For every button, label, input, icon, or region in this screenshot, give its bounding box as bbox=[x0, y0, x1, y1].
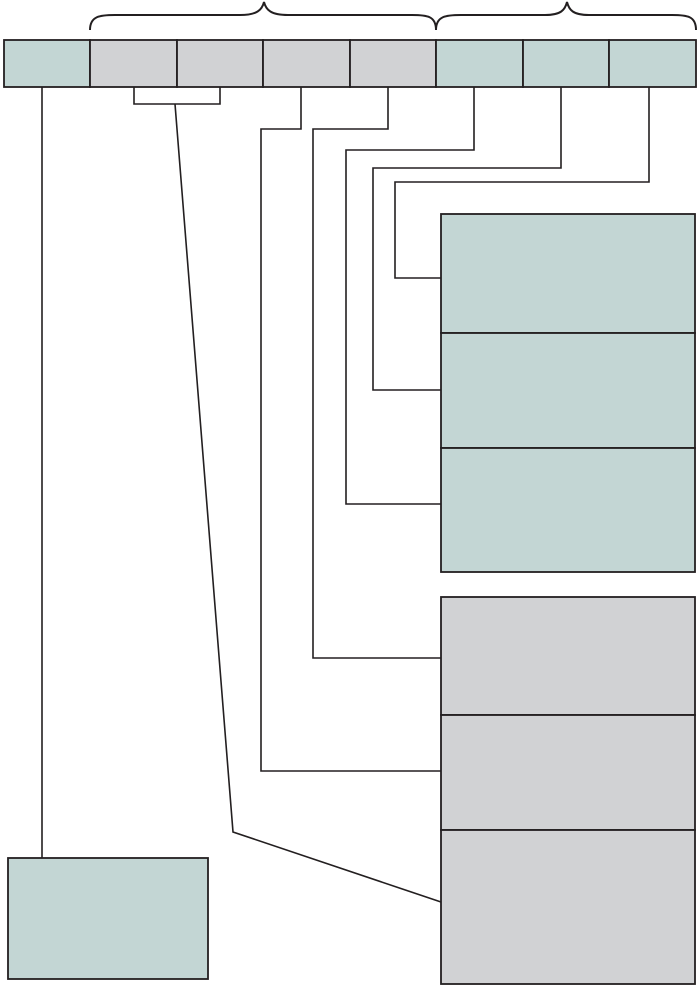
header-cell-2 bbox=[89, 39, 178, 88]
brace-group-2 bbox=[435, 1, 697, 31]
connector-cell-5 bbox=[312, 87, 441, 659]
connector-cells-2-3-bracket bbox=[133, 87, 221, 105]
gray-stack-box-2 bbox=[440, 714, 696, 831]
header-cell-1 bbox=[3, 39, 91, 88]
connector-cell-8 bbox=[394, 87, 650, 279]
header-row bbox=[3, 39, 697, 88]
connector-cell-7 bbox=[372, 87, 562, 391]
header-cell-8 bbox=[608, 39, 697, 88]
header-cell-6 bbox=[435, 39, 524, 88]
header-cell-4 bbox=[262, 39, 351, 88]
right-stack-gray bbox=[440, 596, 696, 985]
connector-cell-6 bbox=[345, 87, 475, 505]
header-cell-3 bbox=[176, 39, 264, 88]
bottom-left-box bbox=[7, 857, 209, 980]
teal-stack-box-1 bbox=[440, 213, 696, 334]
gray-stack-box-3 bbox=[440, 829, 696, 985]
header-cell-5 bbox=[349, 39, 437, 88]
connector-cell-4 bbox=[260, 87, 441, 772]
gray-stack-box-1 bbox=[440, 596, 696, 716]
teal-stack-box-3 bbox=[440, 447, 696, 573]
connector-cells-2-3 bbox=[174, 103, 442, 903]
teal-stack-box-2 bbox=[440, 332, 696, 449]
brace-group-1 bbox=[89, 1, 437, 31]
right-stack-teal bbox=[440, 213, 696, 573]
header-cell-7 bbox=[522, 39, 610, 88]
